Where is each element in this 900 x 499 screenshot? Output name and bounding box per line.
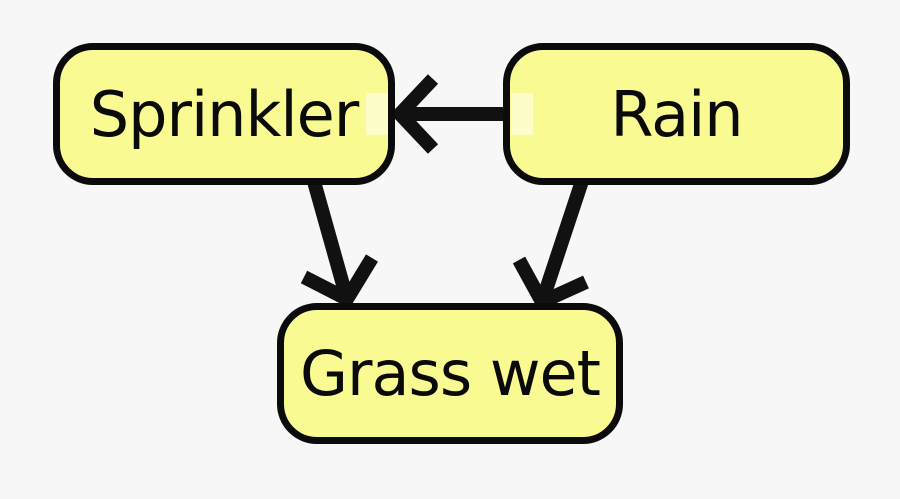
node-rain: Rain bbox=[503, 43, 850, 185]
node-grass-wet-label: Grass wet bbox=[299, 337, 601, 410]
node-grass-wet: Grass wet bbox=[277, 303, 623, 444]
edge-rain-to-grass-wet-arrowhead bbox=[512, 256, 589, 312]
node-sprinkler-label: Sprinkler bbox=[89, 77, 359, 151]
edge-rain-to-grass-wet bbox=[512, 175, 590, 312]
edge-rain-to-grass-wet-shaft bbox=[535, 175, 590, 305]
edge-sprinkler-to-grass-wet bbox=[300, 176, 378, 309]
edge-sprinkler-to-grass-wet-arrowhead bbox=[300, 254, 378, 309]
node-sprinkler: Sprinkler bbox=[53, 43, 395, 185]
edge-rain-to-sprinkler bbox=[390, 74, 509, 154]
node-rain-label: Rain bbox=[610, 77, 743, 151]
edge-sprinkler-to-grass-wet-shaft bbox=[306, 176, 354, 301]
edge-rain-to-sprinkler-arrowhead bbox=[390, 74, 439, 154]
